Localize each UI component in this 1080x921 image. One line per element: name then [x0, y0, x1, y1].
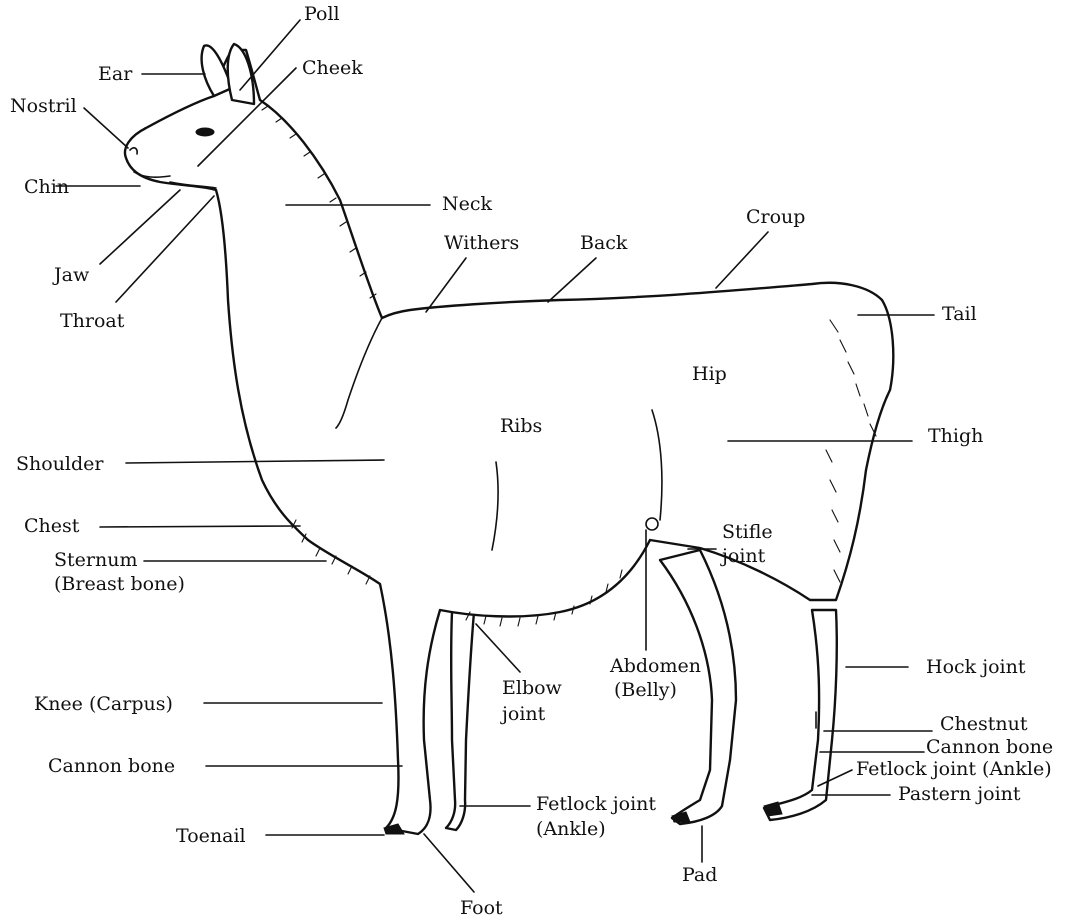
label-neck: Neck	[442, 193, 493, 215]
label-chest: Chest	[24, 515, 80, 537]
label-knee: Knee (Carpus)	[34, 693, 173, 715]
label-shoulder: Shoulder	[16, 453, 104, 475]
label-cannon-bone-front: Cannon bone	[48, 755, 175, 777]
far-front-leg	[446, 612, 474, 830]
label-cheek: Cheek	[302, 57, 363, 79]
label-fetlock-front-1: Fetlock joint	[536, 793, 656, 815]
right-ear	[228, 44, 254, 104]
label-abdomen-2: (Belly)	[614, 679, 677, 701]
label-pastern-joint: Pastern joint	[898, 783, 1021, 805]
label-croup: Croup	[746, 206, 805, 228]
label-fetlock-front-2: (Ankle)	[536, 818, 606, 840]
eye	[196, 128, 214, 136]
label-hip: Hip	[692, 363, 727, 385]
label-pad: Pad	[682, 864, 717, 886]
label-sternum-1: Sternum	[54, 549, 137, 571]
label-thigh: Thigh	[928, 425, 983, 447]
label-jaw: Jaw	[52, 264, 90, 286]
label-poll: Poll	[304, 3, 340, 25]
label-sternum-2: (Breast bone)	[54, 573, 185, 595]
label-elbow-2: joint	[500, 703, 546, 725]
label-ribs: Ribs	[500, 415, 542, 437]
label-stifle-2: joint	[720, 545, 766, 567]
label-tail: Tail	[942, 303, 977, 325]
label-hock-joint: Hock joint	[926, 656, 1026, 678]
label-chin: Chin	[24, 176, 69, 198]
label-ear: Ear	[98, 63, 133, 85]
label-nostril: Nostril	[10, 95, 77, 117]
label-fetlock-rear: Fetlock joint (Ankle)	[856, 758, 1052, 780]
label-stifle-1: Stifle	[722, 521, 773, 543]
label-throat: Throat	[60, 310, 125, 332]
label-withers: Withers	[444, 232, 519, 254]
label-elbow-1: Elbow	[502, 677, 563, 699]
label-chestnut: Chestnut	[940, 713, 1028, 735]
label-back: Back	[580, 232, 628, 254]
label-cannon-bone-rear: Cannon bone	[926, 736, 1053, 758]
label-foot: Foot	[460, 897, 503, 919]
label-toenail: Toenail	[176, 825, 246, 847]
label-abdomen-1: Abdomen	[609, 655, 701, 677]
far-hind-leg	[764, 610, 837, 820]
